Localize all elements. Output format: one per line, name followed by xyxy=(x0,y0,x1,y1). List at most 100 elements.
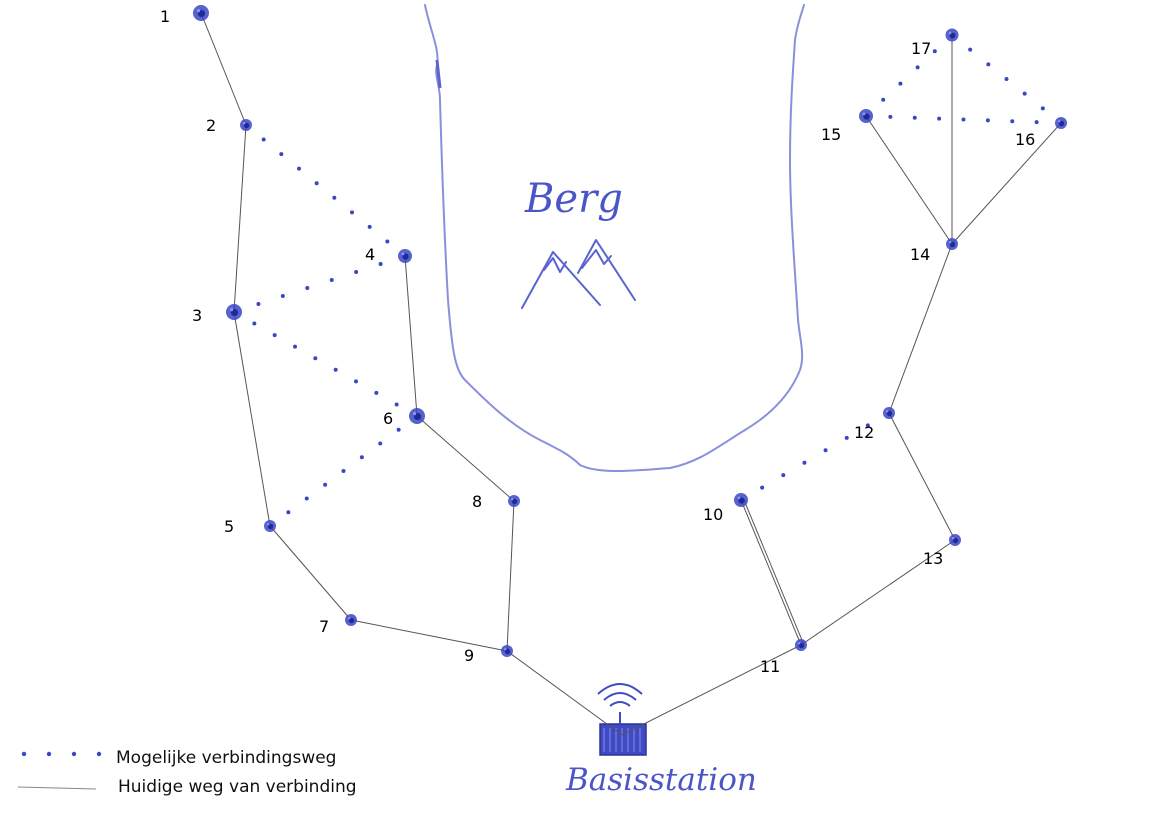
possible-link-dot xyxy=(937,116,942,121)
node-label-8: 8 xyxy=(472,492,482,511)
node-label-11: 11 xyxy=(760,657,780,676)
possible-link-dot xyxy=(1010,119,1015,124)
possible-link-dot xyxy=(272,333,277,338)
possible-links-layer xyxy=(252,47,1045,515)
possible-link-dot xyxy=(279,152,284,157)
node-15 xyxy=(859,109,873,123)
node-11 xyxy=(795,639,807,651)
possible-link-dot xyxy=(354,270,359,274)
node-14 xyxy=(946,238,958,250)
possible-link-dot xyxy=(354,379,358,384)
possible-link-dot xyxy=(912,115,917,120)
mountain-area-edge-mark xyxy=(435,59,442,89)
possible-link-dot xyxy=(881,97,886,102)
possible-link-dot xyxy=(781,473,786,478)
possible-link-dot xyxy=(1040,106,1045,111)
current-link-10-11 xyxy=(740,499,802,646)
node-10 xyxy=(734,493,748,507)
node-16 xyxy=(1055,117,1067,129)
possible-link-dot xyxy=(961,117,966,122)
possible-link-dot xyxy=(252,321,257,326)
node-label-5: 5 xyxy=(224,517,234,536)
possible-link-dot xyxy=(332,195,337,200)
current-link-14-16 xyxy=(951,122,1062,245)
possible-link-dot xyxy=(1022,91,1027,96)
possible-link-dot xyxy=(374,390,379,395)
possible-link-dot xyxy=(256,302,261,306)
possible-link-15-16 xyxy=(888,114,1039,125)
possible-link-dot xyxy=(968,47,973,52)
current-link-8-9 xyxy=(506,500,515,652)
node-5 xyxy=(264,520,276,532)
legend-current-label: Huidige weg van verbinding xyxy=(118,777,357,797)
current-link-14-15 xyxy=(865,115,953,245)
current-link-1-2 xyxy=(200,12,247,126)
possible-link-dot xyxy=(323,482,328,487)
current-link-11-13 xyxy=(800,539,956,646)
possible-link-dot xyxy=(985,118,990,123)
possible-link-dot xyxy=(341,469,346,473)
possible-link-dot xyxy=(898,81,903,86)
current-link-7-9 xyxy=(350,619,508,652)
possible-link-dot xyxy=(304,496,309,501)
possible-link-dot xyxy=(888,114,893,119)
legend-current-swatch xyxy=(17,786,97,790)
node-label-2: 2 xyxy=(206,116,216,135)
mountain-label: Berg xyxy=(524,176,623,222)
possible-link-dot xyxy=(286,510,291,515)
possible-link-dot xyxy=(314,181,319,186)
node-label-13: 13 xyxy=(923,549,943,568)
legend-possible-label: Mogelijke verbindingsweg xyxy=(116,748,336,768)
current-link-4-6 xyxy=(404,255,418,417)
node-label-4: 4 xyxy=(365,245,375,264)
node-2 xyxy=(240,119,252,131)
possible-link-dot xyxy=(378,441,383,446)
nodes-layer xyxy=(193,5,1067,657)
node-17 xyxy=(945,28,959,42)
node-label-6: 6 xyxy=(383,409,393,428)
possible-link-dot xyxy=(823,448,828,453)
wifi-router-icon xyxy=(597,683,647,756)
node-1 xyxy=(193,5,209,21)
possible-link-dot xyxy=(333,367,338,372)
current-link-9-base xyxy=(506,650,623,736)
possible-link-dot xyxy=(329,278,334,282)
base-station-label: Basisstation xyxy=(565,762,757,798)
current-link-5-7 xyxy=(269,525,352,621)
possible-link-dot xyxy=(359,455,364,460)
possible-link-5-6 xyxy=(286,427,401,515)
current-links-layer xyxy=(200,12,1062,736)
possible-link-dot xyxy=(385,239,390,244)
node-label-14: 14 xyxy=(910,245,930,264)
node-label-17: 17 xyxy=(911,39,931,58)
node-label-3: 3 xyxy=(192,306,202,325)
possible-link-dot xyxy=(1034,120,1039,125)
node-label-16: 16 xyxy=(1015,130,1035,149)
possible-link-dot xyxy=(844,435,849,440)
current-link-13-12 xyxy=(888,412,956,541)
node-8 xyxy=(508,495,520,507)
possible-link-dot xyxy=(313,356,318,361)
possible-link-dot xyxy=(1004,77,1009,81)
node-label-15: 15 xyxy=(821,125,841,144)
possible-link-dot xyxy=(865,423,870,428)
possible-link-dot xyxy=(297,166,301,171)
possible-link-3-6 xyxy=(252,321,399,407)
node-label-7: 7 xyxy=(319,617,329,636)
current-link-2-3 xyxy=(233,124,247,313)
possible-link-dot xyxy=(394,402,399,407)
possible-link-dot xyxy=(986,62,991,67)
possible-link-dot xyxy=(378,262,383,266)
legend: Mogelijke verbindingsweg Huidige weg van… xyxy=(17,748,357,797)
possible-link-dot xyxy=(350,210,354,215)
current-link-10-11-double xyxy=(743,499,805,646)
possible-link-15-17 xyxy=(881,49,937,102)
current-link-12-14 xyxy=(888,243,953,414)
possible-link-dot xyxy=(396,427,401,432)
possible-link-dot xyxy=(932,49,937,54)
node-label-1: 1 xyxy=(160,7,170,26)
node-4 xyxy=(398,249,412,263)
possible-link-dot xyxy=(760,485,765,490)
node-label-12: 12 xyxy=(854,423,874,442)
